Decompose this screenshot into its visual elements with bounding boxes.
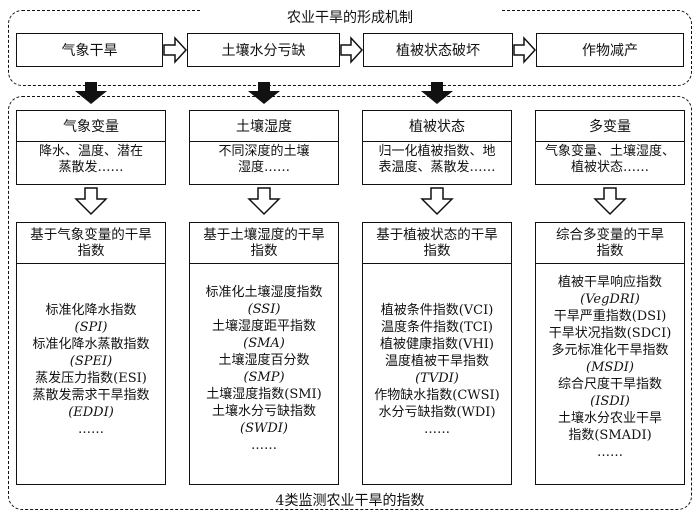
- variable-desc-vegetation: 归一化植被指数、地表温度、蒸散发……: [362, 141, 512, 185]
- index-head-vegetation: 基于植被状态的干旱指数: [362, 222, 512, 264]
- stage-soil-moisture-deficit: 土壤水分亏缺: [187, 33, 340, 67]
- index-list-multivariate: 植被干旱响应指数 (VegDRI) 干旱严重指数(DSI) 干旱状况指数(SDC…: [535, 263, 685, 485]
- variable-box-soil-moisture: 土壤湿度: [189, 110, 339, 142]
- hollow-right-arrow-icon: [513, 36, 537, 64]
- index-list-meteorological: 标准化降水指数 (SPI) 标准化降水蒸散指数 (SPEI) 蒸发压力指数(ES…: [16, 263, 166, 485]
- solid-down-arrow-icon: [421, 82, 453, 104]
- variable-desc-multivariate: 气象变量、土壤湿度、植被状态……: [535, 141, 685, 185]
- index-head-multivariate: 综合多变量的干旱指数: [535, 222, 685, 264]
- hollow-down-arrow-icon: [593, 187, 627, 216]
- variable-box-meteorological: 气象变量: [16, 110, 166, 142]
- solid-down-arrow-icon: [75, 82, 107, 104]
- stage-vegetation-damage: 植被状态破坏: [363, 33, 513, 67]
- index-head-meteorological: 基于气象变量的干旱指数: [16, 222, 166, 264]
- stage-crop-yield-reduction: 作物减产: [536, 33, 684, 67]
- variable-desc-soil-moisture: 不同深度的土壤湿度……: [189, 141, 339, 185]
- variable-desc-meteorological: 降水、温度、潜在蒸散发……: [16, 141, 166, 185]
- index-head-soil-moisture: 基于土壤湿度的干旱指数: [189, 222, 339, 264]
- monitoring-indices-frame: [8, 96, 692, 510]
- hollow-right-arrow-icon: [163, 36, 188, 64]
- index-list-vegetation: 植被条件指数(VCI) 温度条件指数(TCI) 植被健康指数(VHI) 温度植被…: [362, 263, 512, 485]
- variable-box-multivariate: 多变量: [535, 110, 685, 142]
- formation-mechanism-title: 农业干旱的形成机制: [200, 10, 500, 26]
- stage-meteorological-drought: 气象干旱: [16, 33, 163, 67]
- hollow-right-arrow-icon: [340, 36, 364, 64]
- solid-down-arrow-icon: [248, 82, 280, 104]
- hollow-down-arrow-icon: [420, 187, 454, 216]
- hollow-down-arrow-icon: [74, 187, 108, 216]
- hollow-down-arrow-icon: [247, 187, 281, 216]
- monitoring-indices-title: 4类监测农业干旱的指数: [250, 493, 450, 509]
- index-list-soil-moisture: 标准化土壤湿度指数 (SSI) 土壤湿度距平指数 (SMA) 土壤湿度百分数 (…: [189, 263, 339, 485]
